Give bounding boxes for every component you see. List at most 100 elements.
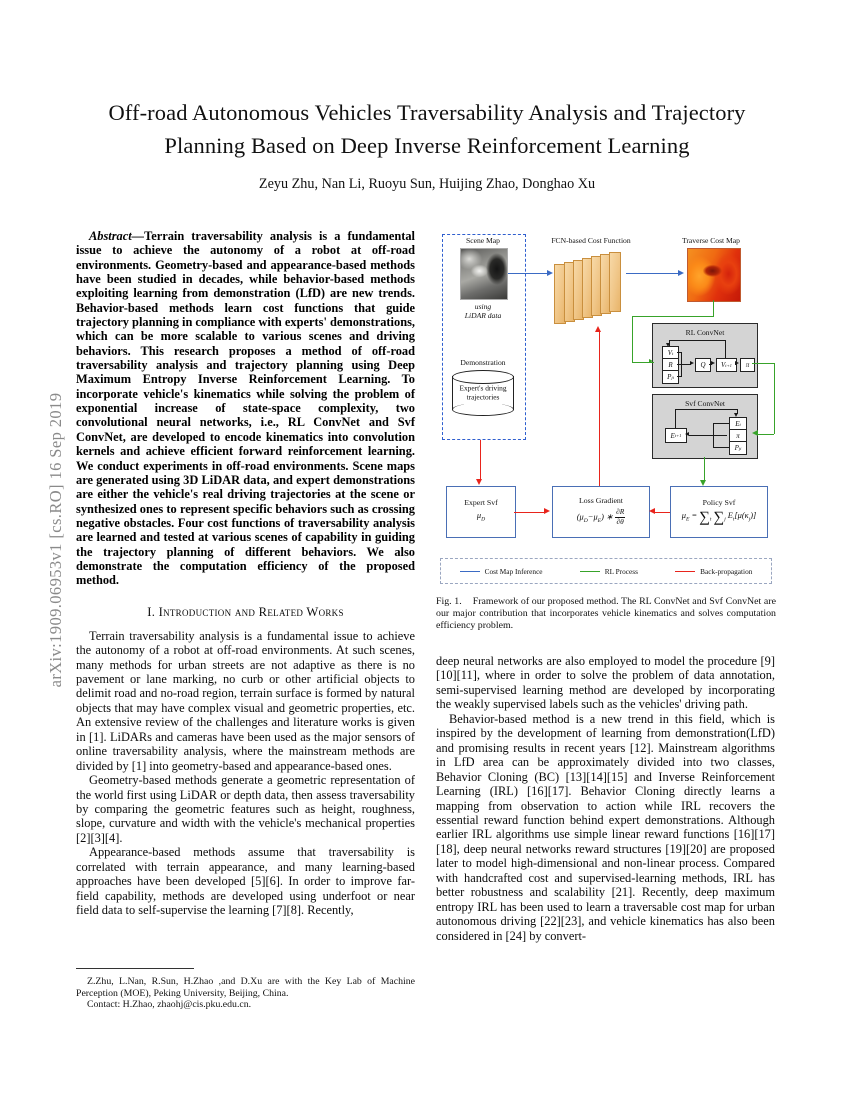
section-heading-introduction: I. Introduction and Related Works <box>147 604 344 619</box>
legend-item-cost-map-inference: Cost Map Inference <box>459 566 543 576</box>
footnote-contact: Contact: H.Zhao, zhaohj@cis.pku.edu.cn. <box>87 999 252 1011</box>
cylinder-text-line2: trajectories <box>466 393 500 402</box>
page-title: Off-road Autonomous Vehicles Traversabil… <box>108 100 746 158</box>
right-paragraph-2: Behavior-based method is a new trend in … <box>436 711 775 943</box>
red-loss-to-fcn-arrowhead <box>595 326 602 332</box>
red-demo-to-expert <box>480 440 481 480</box>
traverse-cost-map-image <box>687 248 741 302</box>
svf-arrowhead-to-e-t1 <box>685 432 689 437</box>
green-costmap-left <box>632 316 714 317</box>
red-expert-to-loss-arrowhead <box>544 508 550 515</box>
rl-feedback-arrowhead <box>666 343 671 347</box>
legend-label-rl-process: RL Process <box>604 566 638 576</box>
fcn-label: FCN-based Cost Function <box>551 236 631 245</box>
fcn-slab <box>609 252 621 312</box>
footnote-affiliation: Z.Zhu, L.Nan, R.Sun, H.Zhao ,and D.Xu ar… <box>76 976 415 999</box>
figure-1: Scene Map using LiDAR data Demonstration… <box>436 228 776 586</box>
legend-swatch-red <box>675 570 696 572</box>
green-rl-out <box>752 363 774 364</box>
arrow-scene-to-fcn-head <box>547 269 553 276</box>
expert-svf-equation: μD <box>476 511 486 523</box>
legend-swatch-blue <box>459 570 480 572</box>
abstract-paragraph: Abstract—Terrain traversability analysis… <box>76 229 415 588</box>
fcn-stack <box>554 252 626 324</box>
rl-convnet-title: RL ConvNet <box>685 328 725 337</box>
demonstration-label: Demonstration <box>460 358 506 367</box>
right-paragraph-1: deep neural networks are also employed t… <box>436 654 775 712</box>
green-rl-to-svf <box>774 363 775 434</box>
left-paragraph-3: Appearance-based methods assume that tra… <box>76 845 415 918</box>
rl-feedback-riser <box>725 340 726 358</box>
legend-label-cost-map-inference: Cost Map Inference <box>484 566 543 576</box>
rl-vt-tap <box>677 352 682 353</box>
legend-swatch-green <box>579 570 600 572</box>
green-into-rl-arrowhead <box>649 359 653 364</box>
legend-item-rl-process: RL Process <box>579 566 638 576</box>
svf-bracket-bottom <box>713 447 729 448</box>
red-expert-to-loss <box>514 512 545 513</box>
scene-map-label: Scene Map <box>466 236 500 245</box>
rl-arrowhead-r-to-q <box>690 361 694 366</box>
svf-convnet-title: Svf ConvNet <box>685 399 725 408</box>
svf-link-mid <box>689 435 727 436</box>
expert-svf-title: Expert Svf <box>464 498 498 508</box>
figure-caption-number: Fig. 1. <box>436 596 462 607</box>
policy-svf-box: Policy Svf μE = ∑t ∑j Et[μ(κj)] <box>670 486 768 538</box>
figure-caption-text: Framework of our proposed method. The RL… <box>436 596 776 631</box>
green-into-svf-arrowhead <box>752 430 758 437</box>
green-costmap-drop <box>713 300 714 316</box>
cylinder-bottom <box>452 403 514 416</box>
green-costmap-down <box>632 316 633 362</box>
rl-p-tap <box>677 376 682 377</box>
policy-svf-equation: μE = ∑t ∑j Et[μ(κj)] <box>681 509 757 526</box>
left-column: Abstract—Terrain traversability analysis… <box>76 229 415 918</box>
expert-svf-box: Expert Svf μD <box>446 486 516 538</box>
svf-feedback-drop <box>737 409 738 414</box>
rl-arrowhead-q-to-v <box>711 361 715 366</box>
svf-bracket-top <box>713 423 729 424</box>
left-paragraph-1: Terrain traversability analysis is a fun… <box>76 628 415 773</box>
cylinder-text-line1: Expert's driving <box>459 383 507 393</box>
cylinder-top <box>452 370 514 384</box>
abstract-label: Abstract— <box>89 229 145 243</box>
rl-link-r-to-q <box>677 364 691 365</box>
arrow-scene-to-fcn-line <box>508 273 548 274</box>
abstract-text: Terrain traversability analysis is a fun… <box>76 229 416 588</box>
svf-feedback-top <box>675 409 737 410</box>
svf-bracket-riser <box>713 423 714 447</box>
footnote-block: Z.Zhu, L.Nan, R.Sun, H.Zhao ,and D.Xu ar… <box>76 976 415 1011</box>
left-paragraph-2: Geometry-based methods generate a geomet… <box>76 773 415 845</box>
input-group-dashed-box <box>442 234 526 440</box>
figure-caption: Fig. 1.Framework of our proposed method.… <box>436 596 776 631</box>
right-column: deep neural networks are also employed t… <box>436 654 775 943</box>
green-svf-to-policy-arrowhead <box>700 480 707 486</box>
rl-feedback-top <box>669 340 726 341</box>
loss-gradient-box: Loss Gradient (μD−μE) ∗ ∂R∂θ <box>552 486 650 538</box>
green-into-svf <box>758 434 774 435</box>
green-svf-to-policy <box>704 457 705 481</box>
red-demo-to-expert-arrowhead <box>476 479 483 485</box>
rl-arrowhead-v-to-pi <box>735 361 739 366</box>
red-policy-to-loss <box>655 512 670 513</box>
rl-link-q-to-v <box>709 364 712 365</box>
loss-gradient-equation: (μD−μE) ∗ ∂R∂θ <box>576 507 626 526</box>
rl-cell-pi: π <box>740 358 755 372</box>
traverse-cost-map-label: Traverse Cost Map <box>682 236 740 245</box>
red-policy-to-loss-arrowhead <box>649 508 655 515</box>
footnote-divider <box>76 968 194 969</box>
arrow-fcn-to-costmap-line <box>626 273 679 274</box>
rl-vt-r-connector <box>681 352 682 376</box>
arxiv-stamp: arXiv:1909.06953v1 [cs.RO] 16 Sep 2019 <box>46 392 65 688</box>
green-into-rl <box>632 362 654 363</box>
cylinder-text: Expert's driving trajectories <box>452 384 514 403</box>
policy-svf-title: Policy Svf <box>702 498 736 508</box>
scene-map-sublabel-line2: LiDAR data <box>464 311 502 320</box>
svf-feedback-arrowhead <box>734 413 739 417</box>
